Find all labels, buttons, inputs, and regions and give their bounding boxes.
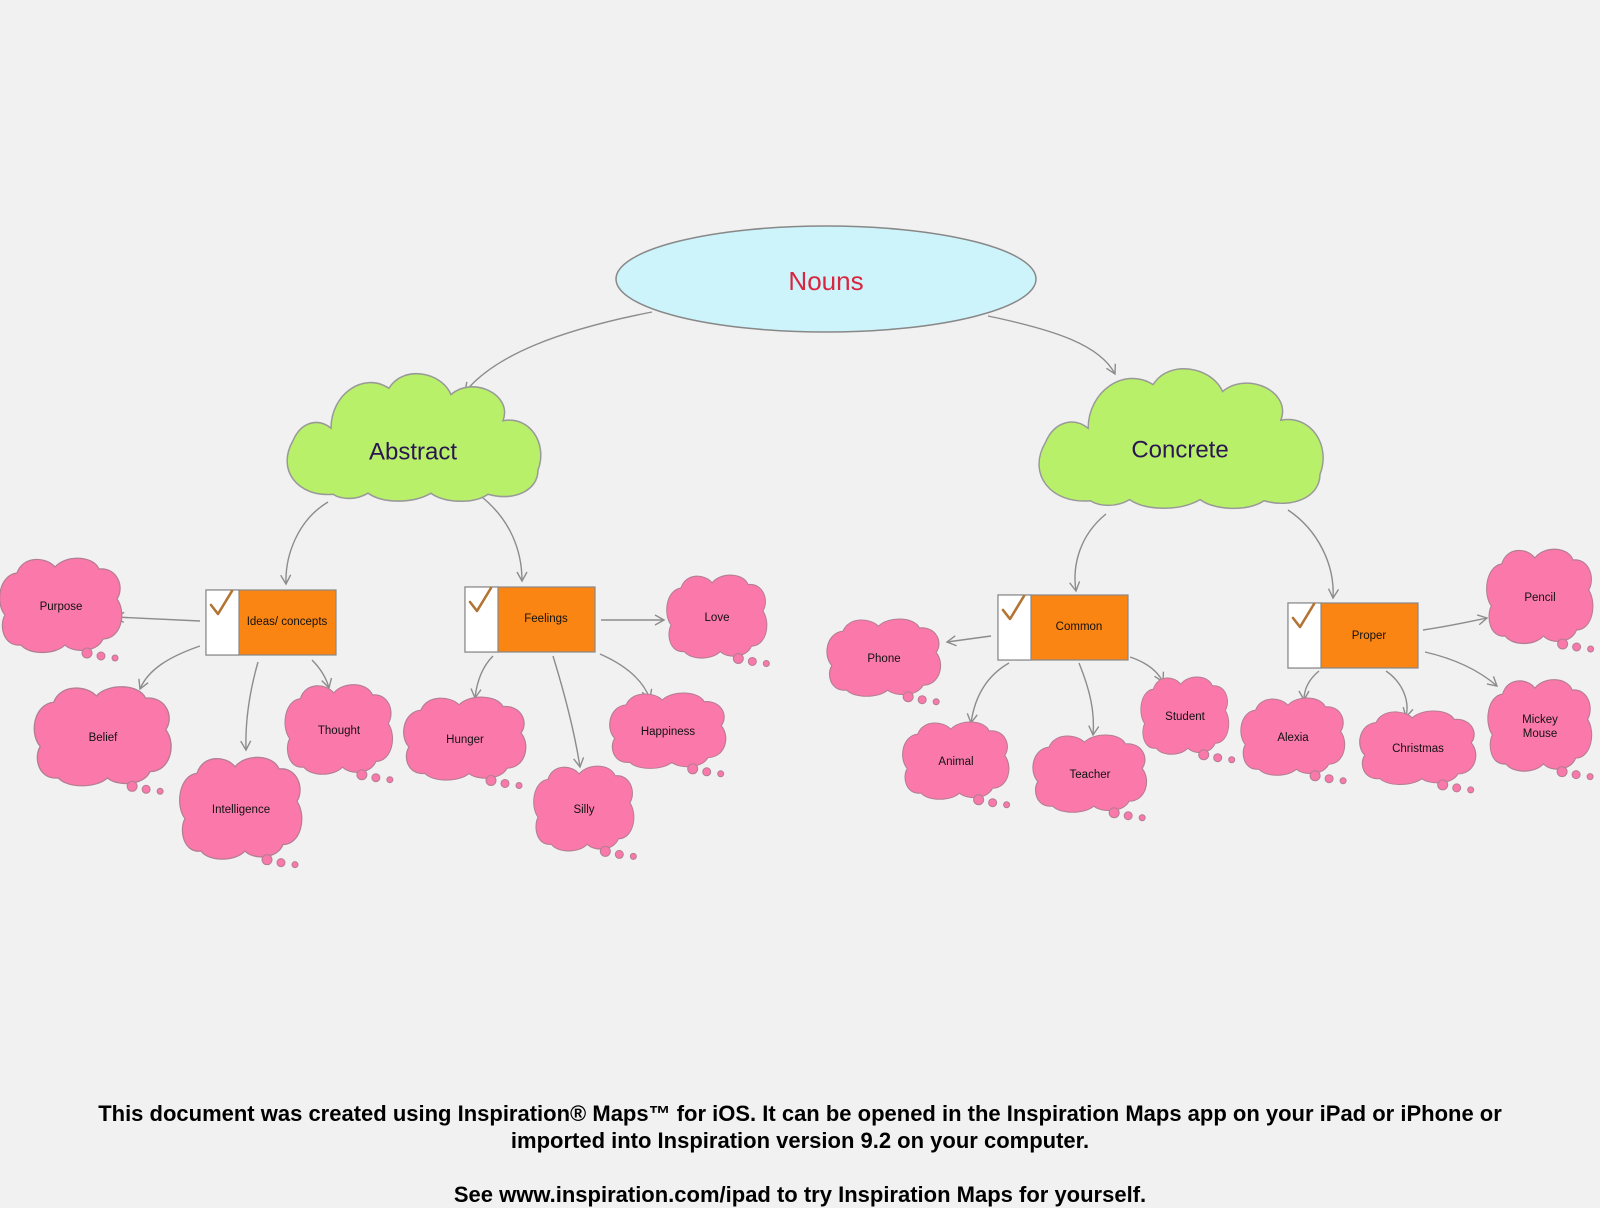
- thought-bubble-student[interactable]: Student: [1140, 676, 1236, 764]
- root-label: Nouns: [788, 266, 863, 296]
- links: [113, 311, 1499, 769]
- thought-bubble-animal[interactable]: Animal: [902, 721, 1011, 809]
- category-cloud-abstract[interactable]: Abstract: [286, 372, 542, 503]
- link-common-teacher: [1078, 662, 1100, 737]
- link-feelings-happiness: [599, 653, 653, 701]
- link-ideas-belief: [138, 645, 201, 691]
- link-concrete-common: [1069, 513, 1107, 593]
- link-nouns-abstract: [464, 311, 653, 394]
- link-ideas-purpose: [113, 611, 201, 624]
- category-cloud-concrete[interactable]: Concrete: [1038, 368, 1324, 510]
- checkmark-icon: [209, 589, 234, 616]
- thought-label-love: Love: [705, 612, 730, 624]
- thought-bubble-phone[interactable]: Phone: [826, 618, 942, 706]
- link-ideas-thought: [311, 659, 333, 690]
- footer-line-1: This document was created using Inspirat…: [98, 1101, 1502, 1126]
- checkmark-icon: [1291, 602, 1316, 629]
- box-label-ideas: Ideas/ concepts: [247, 616, 328, 628]
- footer-line-3: See www.inspiration.com/ipad to try Insp…: [453, 1182, 1147, 1207]
- link-abstract-feelings: [481, 496, 528, 583]
- thought-bubble-alexia[interactable]: Alexia: [1240, 697, 1347, 785]
- thought-label-thought: Thought: [318, 725, 361, 737]
- link-proper-christmas: [1385, 670, 1414, 719]
- root-node-nouns[interactable]: Nouns: [615, 225, 1037, 333]
- thought-label-teacher: Teacher: [1070, 769, 1111, 781]
- thought-bubble-thought[interactable]: Thought: [284, 684, 394, 784]
- footer-line-2: imported into Inspiration version 9.2 on…: [510, 1128, 1090, 1153]
- box-label-proper: Proper: [1352, 630, 1387, 642]
- thought-bubble-intelligence[interactable]: Intelligence: [179, 756, 303, 869]
- thought-label-silly: Silly: [573, 804, 594, 816]
- box-label-common: Common: [1056, 621, 1103, 633]
- thought-label-alexia: Alexia: [1277, 732, 1309, 744]
- thought-bubble-love[interactable]: Love: [666, 574, 770, 667]
- cloud-label-abstract: Abstract: [369, 439, 457, 466]
- thought-bubble-christmas[interactable]: Christmas: [1359, 710, 1477, 794]
- thought-label-student: Student: [1165, 711, 1205, 723]
- thought-label-belief: Belief: [89, 732, 119, 744]
- subcategory-box-ideas[interactable]: Ideas/ concepts: [205, 589, 337, 656]
- link-abstract-ideas: [280, 501, 329, 586]
- thought-bubble-silly[interactable]: Silly: [533, 765, 637, 860]
- checkmark-icon: [1001, 594, 1026, 621]
- link-proper-alexia: [1298, 670, 1320, 702]
- subcategory-box-proper[interactable]: Proper: [1287, 602, 1419, 669]
- thought-label-intelligence: Intelligence: [212, 804, 270, 816]
- thought-label-hunger: Hunger: [446, 734, 484, 746]
- link-common-phone: [945, 635, 992, 647]
- thought-bubble-teacher[interactable]: Teacher: [1032, 734, 1148, 822]
- link-nouns-concrete: [987, 315, 1116, 376]
- link-feelings-silly: [552, 655, 585, 769]
- box-label-feelings: Feelings: [524, 613, 568, 625]
- subcategory-box-common[interactable]: Common: [997, 594, 1129, 661]
- thought-label-animal: Animal: [938, 756, 973, 768]
- thought-bubble-hunger[interactable]: Hunger: [403, 696, 527, 789]
- link-common-student: [1129, 656, 1165, 684]
- subcategory-box-feelings[interactable]: Feelings: [464, 586, 596, 653]
- thought-bubble-pencil[interactable]: Pencil: [1486, 548, 1595, 653]
- thought-label-pencil: Pencil: [1524, 592, 1555, 604]
- thought-bubble-purpose[interactable]: Purpose: [0, 557, 123, 662]
- checkmark-icon: [468, 586, 493, 613]
- link-common-animal: [966, 662, 1010, 725]
- link-proper-pencil: [1422, 614, 1489, 631]
- link-feelings-hunger: [470, 655, 494, 700]
- link-ideas-intelligence: [240, 661, 259, 752]
- cloud-label-concrete: Concrete: [1131, 436, 1228, 463]
- thought-label-purpose: Purpose: [40, 601, 83, 613]
- link-proper-mickey: [1424, 651, 1499, 687]
- thought-bubble-belief[interactable]: Belief: [33, 686, 172, 795]
- thought-label-phone: Phone: [867, 653, 900, 665]
- link-concrete-proper: [1287, 509, 1340, 600]
- thought-bubble-happiness[interactable]: Happiness: [609, 692, 727, 778]
- thought-label-happiness: Happiness: [641, 726, 696, 738]
- thought-label-christmas: Christmas: [1392, 743, 1444, 755]
